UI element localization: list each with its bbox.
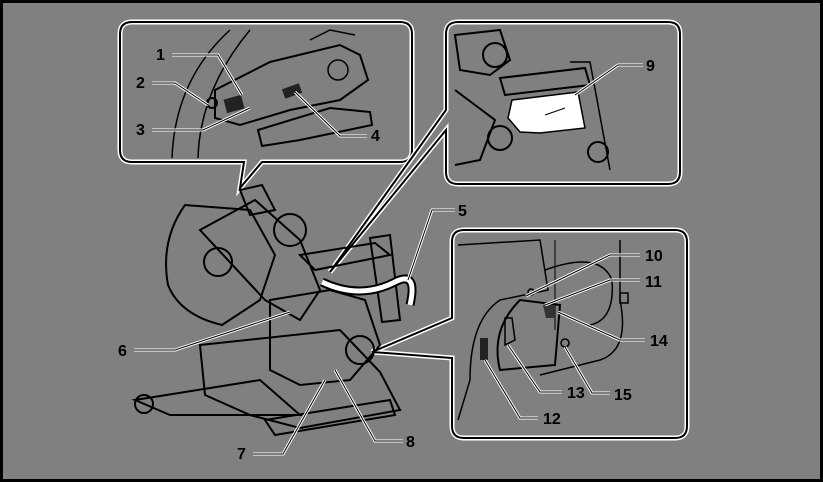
inset-handle-detail bbox=[117, 19, 415, 197]
callout-8: 8 bbox=[406, 434, 415, 451]
callout-14: 14 bbox=[650, 333, 668, 350]
callout-10: 10 bbox=[645, 248, 663, 265]
callout-11: 11 bbox=[645, 274, 662, 291]
callout-12: 12 bbox=[543, 411, 561, 428]
main-leaders bbox=[134, 208, 455, 456]
callout-15: 15 bbox=[614, 387, 632, 404]
callout-13: 13 bbox=[567, 385, 585, 402]
callout-6: 6 bbox=[118, 343, 127, 360]
inset-motor-detail bbox=[371, 227, 690, 441]
callout-1: 1 bbox=[156, 47, 165, 64]
miter-saw-body bbox=[131, 183, 402, 437]
inset-dust-bag-detail bbox=[327, 19, 683, 274]
callout-2: 2 bbox=[136, 75, 145, 92]
callout-4: 4 bbox=[371, 128, 380, 145]
callout-5: 5 bbox=[458, 203, 467, 220]
callout-7: 7 bbox=[237, 446, 246, 463]
callout-9: 9 bbox=[646, 58, 655, 75]
callout-3: 3 bbox=[136, 122, 145, 139]
